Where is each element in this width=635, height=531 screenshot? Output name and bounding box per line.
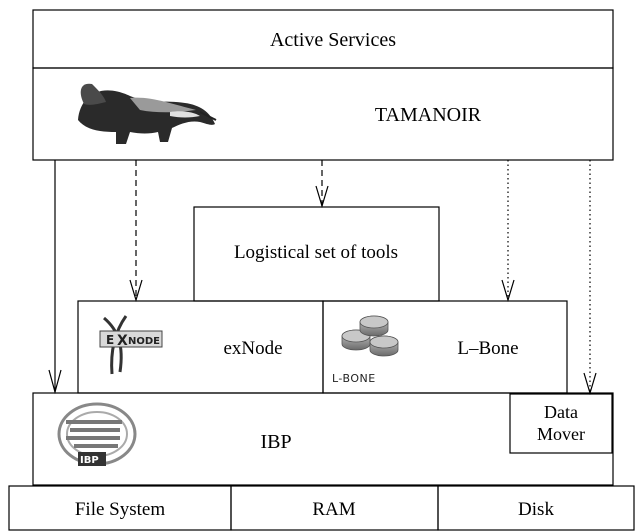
ibp-logo-icon: IBP [57, 402, 137, 466]
ram-label: RAM [312, 499, 355, 520]
ram-box: RAM [230, 485, 439, 531]
disk-box: Disk [437, 485, 635, 531]
anteater-icon [78, 83, 217, 144]
ibp-logo-text: IBP [80, 455, 99, 466]
lbone-label: L–Bone [457, 338, 518, 359]
lbone-logo-text: L-BONE [332, 372, 376, 385]
logistical-tools-label: Logistical set of tools [234, 242, 398, 263]
ibp-box: IBP IBP [32, 392, 614, 486]
tamanoir-label: TAMANOIR [375, 104, 482, 126]
arrow-tamanoir-to-ibp [48, 160, 62, 395]
arrow-tamanoir-to-exnode [129, 160, 143, 303]
exnode-box: exNode E X NODE [77, 300, 324, 394]
data-mover-label-line1: Data [544, 402, 578, 422]
arrow-tamanoir-to-data-mover [583, 160, 597, 396]
active-services-label: Active Services [270, 29, 396, 51]
file-system-label: File System [75, 499, 165, 520]
logistical-tools-box: Logistical set of tools [193, 206, 440, 302]
lbone-logo-icon: L-BONE [332, 315, 399, 385]
arrow-tamanoir-to-logistical [315, 160, 329, 209]
ibp-label: IBP [260, 431, 291, 453]
file-system-box: File System [8, 485, 232, 531]
lbone-box: L–Bone L-BONE [322, 300, 568, 394]
tamanoir-box: TAMANOIR [32, 67, 614, 161]
arrow-tamanoir-to-lbone [501, 160, 515, 303]
data-mover-box: Data Mover [509, 393, 613, 454]
active-services-box: Active Services [32, 9, 614, 69]
exnode-label: exNode [223, 338, 282, 359]
exnode-logo-e: E [106, 333, 114, 347]
exnode-logo-x: X [117, 333, 128, 349]
exnode-logo-node: NODE [128, 336, 160, 347]
data-mover-label-line2: Mover [537, 424, 585, 444]
disk-label: Disk [518, 499, 554, 520]
exnode-logo-icon: E X NODE [99, 315, 163, 375]
